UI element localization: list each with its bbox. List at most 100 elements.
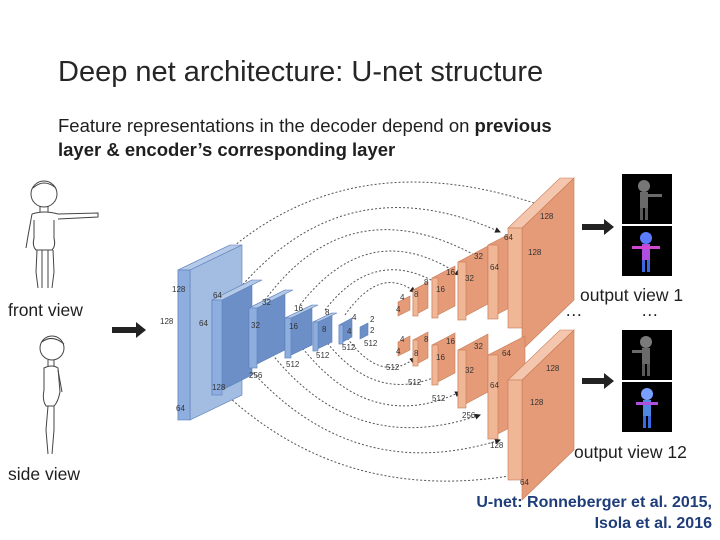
dec-label: 512: [386, 363, 400, 372]
output-image-1a: [622, 174, 672, 224]
enc-channel: 64: [176, 404, 185, 413]
encoder-block-7: [359, 322, 369, 340]
enc-channel: 512: [286, 360, 300, 369]
enc-label: 128: [160, 317, 174, 326]
dec-label: 32: [465, 274, 474, 283]
enc-label: 64: [199, 319, 208, 328]
side-view-label: side view: [8, 464, 80, 484]
skip-arc: [179, 344, 541, 482]
dec-label: 8: [424, 335, 429, 344]
dec-label: 128: [546, 364, 560, 373]
decoder-block-top-6: [507, 177, 575, 351]
decoder-bottom: [397, 329, 575, 501]
decoder-block-bottom-1: [397, 335, 411, 357]
dec-label: 64: [490, 263, 499, 272]
decoder-block-top-3: [431, 265, 456, 319]
arrows: [112, 219, 614, 389]
ellipsis-right: …: [641, 300, 659, 320]
subtitle-bold-previous: previous: [474, 115, 552, 136]
enc-label: 2: [370, 315, 375, 324]
skip-arc: [229, 207, 501, 301]
dec-label: 64: [504, 233, 513, 242]
enc-label: 16: [294, 304, 303, 313]
dec-label: 4: [400, 293, 405, 302]
slide-title: Deep net architecture: U-net structure: [58, 56, 544, 88]
citation-line-2: Isola et al. 2016: [594, 515, 712, 532]
side-view-sketch: [39, 335, 65, 455]
dec-label: 8: [414, 349, 419, 358]
slide-subtitle: Feature representations in the decoder d…: [58, 114, 658, 162]
dec-label: 128: [530, 398, 544, 407]
enc-label: 4: [352, 313, 357, 322]
skip-arc: [344, 334, 416, 368]
dec-label: 128: [540, 212, 554, 221]
decoder-top: [397, 177, 575, 351]
dec-label: 16: [446, 268, 455, 277]
enc-label: 32: [251, 321, 260, 330]
decoder-block-top-1: [397, 295, 411, 317]
dec-label: 32: [465, 366, 474, 375]
enc-label: 4: [347, 327, 352, 336]
input-arrow: [112, 322, 146, 338]
dec-label: 32: [474, 342, 483, 351]
dec-label: 64: [502, 349, 511, 358]
decoder-block-bottom-4: [457, 333, 489, 409]
enc-label: 2: [370, 326, 375, 335]
skip-arc: [324, 339, 441, 385]
subtitle-bold-layer: layer & encoder’s corresponding layer: [58, 139, 396, 160]
dec-label: 16: [446, 337, 455, 346]
enc-label: 8: [325, 308, 330, 317]
dec-label: 64: [520, 478, 529, 487]
output-image-1b: [622, 226, 672, 276]
encoder: [177, 244, 369, 421]
ellipsis-left: …: [565, 300, 583, 320]
decoder-block-bottom-6: [507, 329, 575, 501]
output-view-1-label: output view 1: [580, 285, 684, 305]
enc-label: 16: [289, 322, 298, 331]
enc-label: 128: [172, 285, 186, 294]
enc-label: 32: [262, 298, 271, 307]
skip-arc: [264, 229, 481, 301]
output-view-12-label: output view 12: [574, 442, 687, 462]
output-image-12b: [622, 382, 672, 432]
dec-label: 128: [490, 441, 504, 450]
enc-label: 64: [213, 291, 222, 300]
enc-label: 8: [322, 325, 327, 334]
dec-label: 4: [396, 305, 401, 314]
dec-label: 512: [432, 394, 446, 403]
encoder-block-5: [312, 312, 338, 352]
front-view-label: front view: [8, 300, 83, 320]
decoder-block-bottom-3: [431, 332, 456, 386]
dec-label: 4: [396, 347, 401, 356]
decoder-block-top-4: [457, 245, 489, 321]
dec-label: 8: [424, 278, 429, 287]
enc-channel: 128: [212, 383, 226, 392]
skip-arc: [324, 269, 441, 311]
encoder-block-6: [338, 317, 353, 345]
output-arrow-bottom: [582, 373, 614, 389]
dec-label: 64: [490, 381, 499, 390]
dec-label: 128: [528, 248, 542, 257]
skip-arc: [344, 282, 416, 316]
dec-label: 256: [462, 411, 476, 420]
output-image-12a: [622, 330, 672, 380]
subtitle-text: Feature representations in the decoder d…: [58, 115, 475, 136]
enc-channel: 512: [316, 351, 330, 360]
enc-channel: 512: [342, 343, 356, 352]
encoder-block-4: [284, 304, 319, 359]
dec-label: 512: [408, 378, 422, 387]
dec-label: 16: [436, 353, 445, 362]
dec-label: 512: [364, 339, 378, 348]
encoder-block-3: [248, 289, 294, 369]
front-view-sketch: [25, 180, 99, 289]
dec-label: 4: [400, 335, 405, 344]
decoder-block-top-2: [412, 281, 429, 317]
citation-line-1: U-net: Ronneberger et al. 2015,: [476, 494, 712, 511]
dec-label: 16: [436, 285, 445, 294]
encoder-block-2: [211, 279, 263, 396]
output-arrow-top: [582, 219, 614, 235]
skip-arc: [229, 344, 501, 454]
enc-channel: 256: [249, 371, 263, 380]
